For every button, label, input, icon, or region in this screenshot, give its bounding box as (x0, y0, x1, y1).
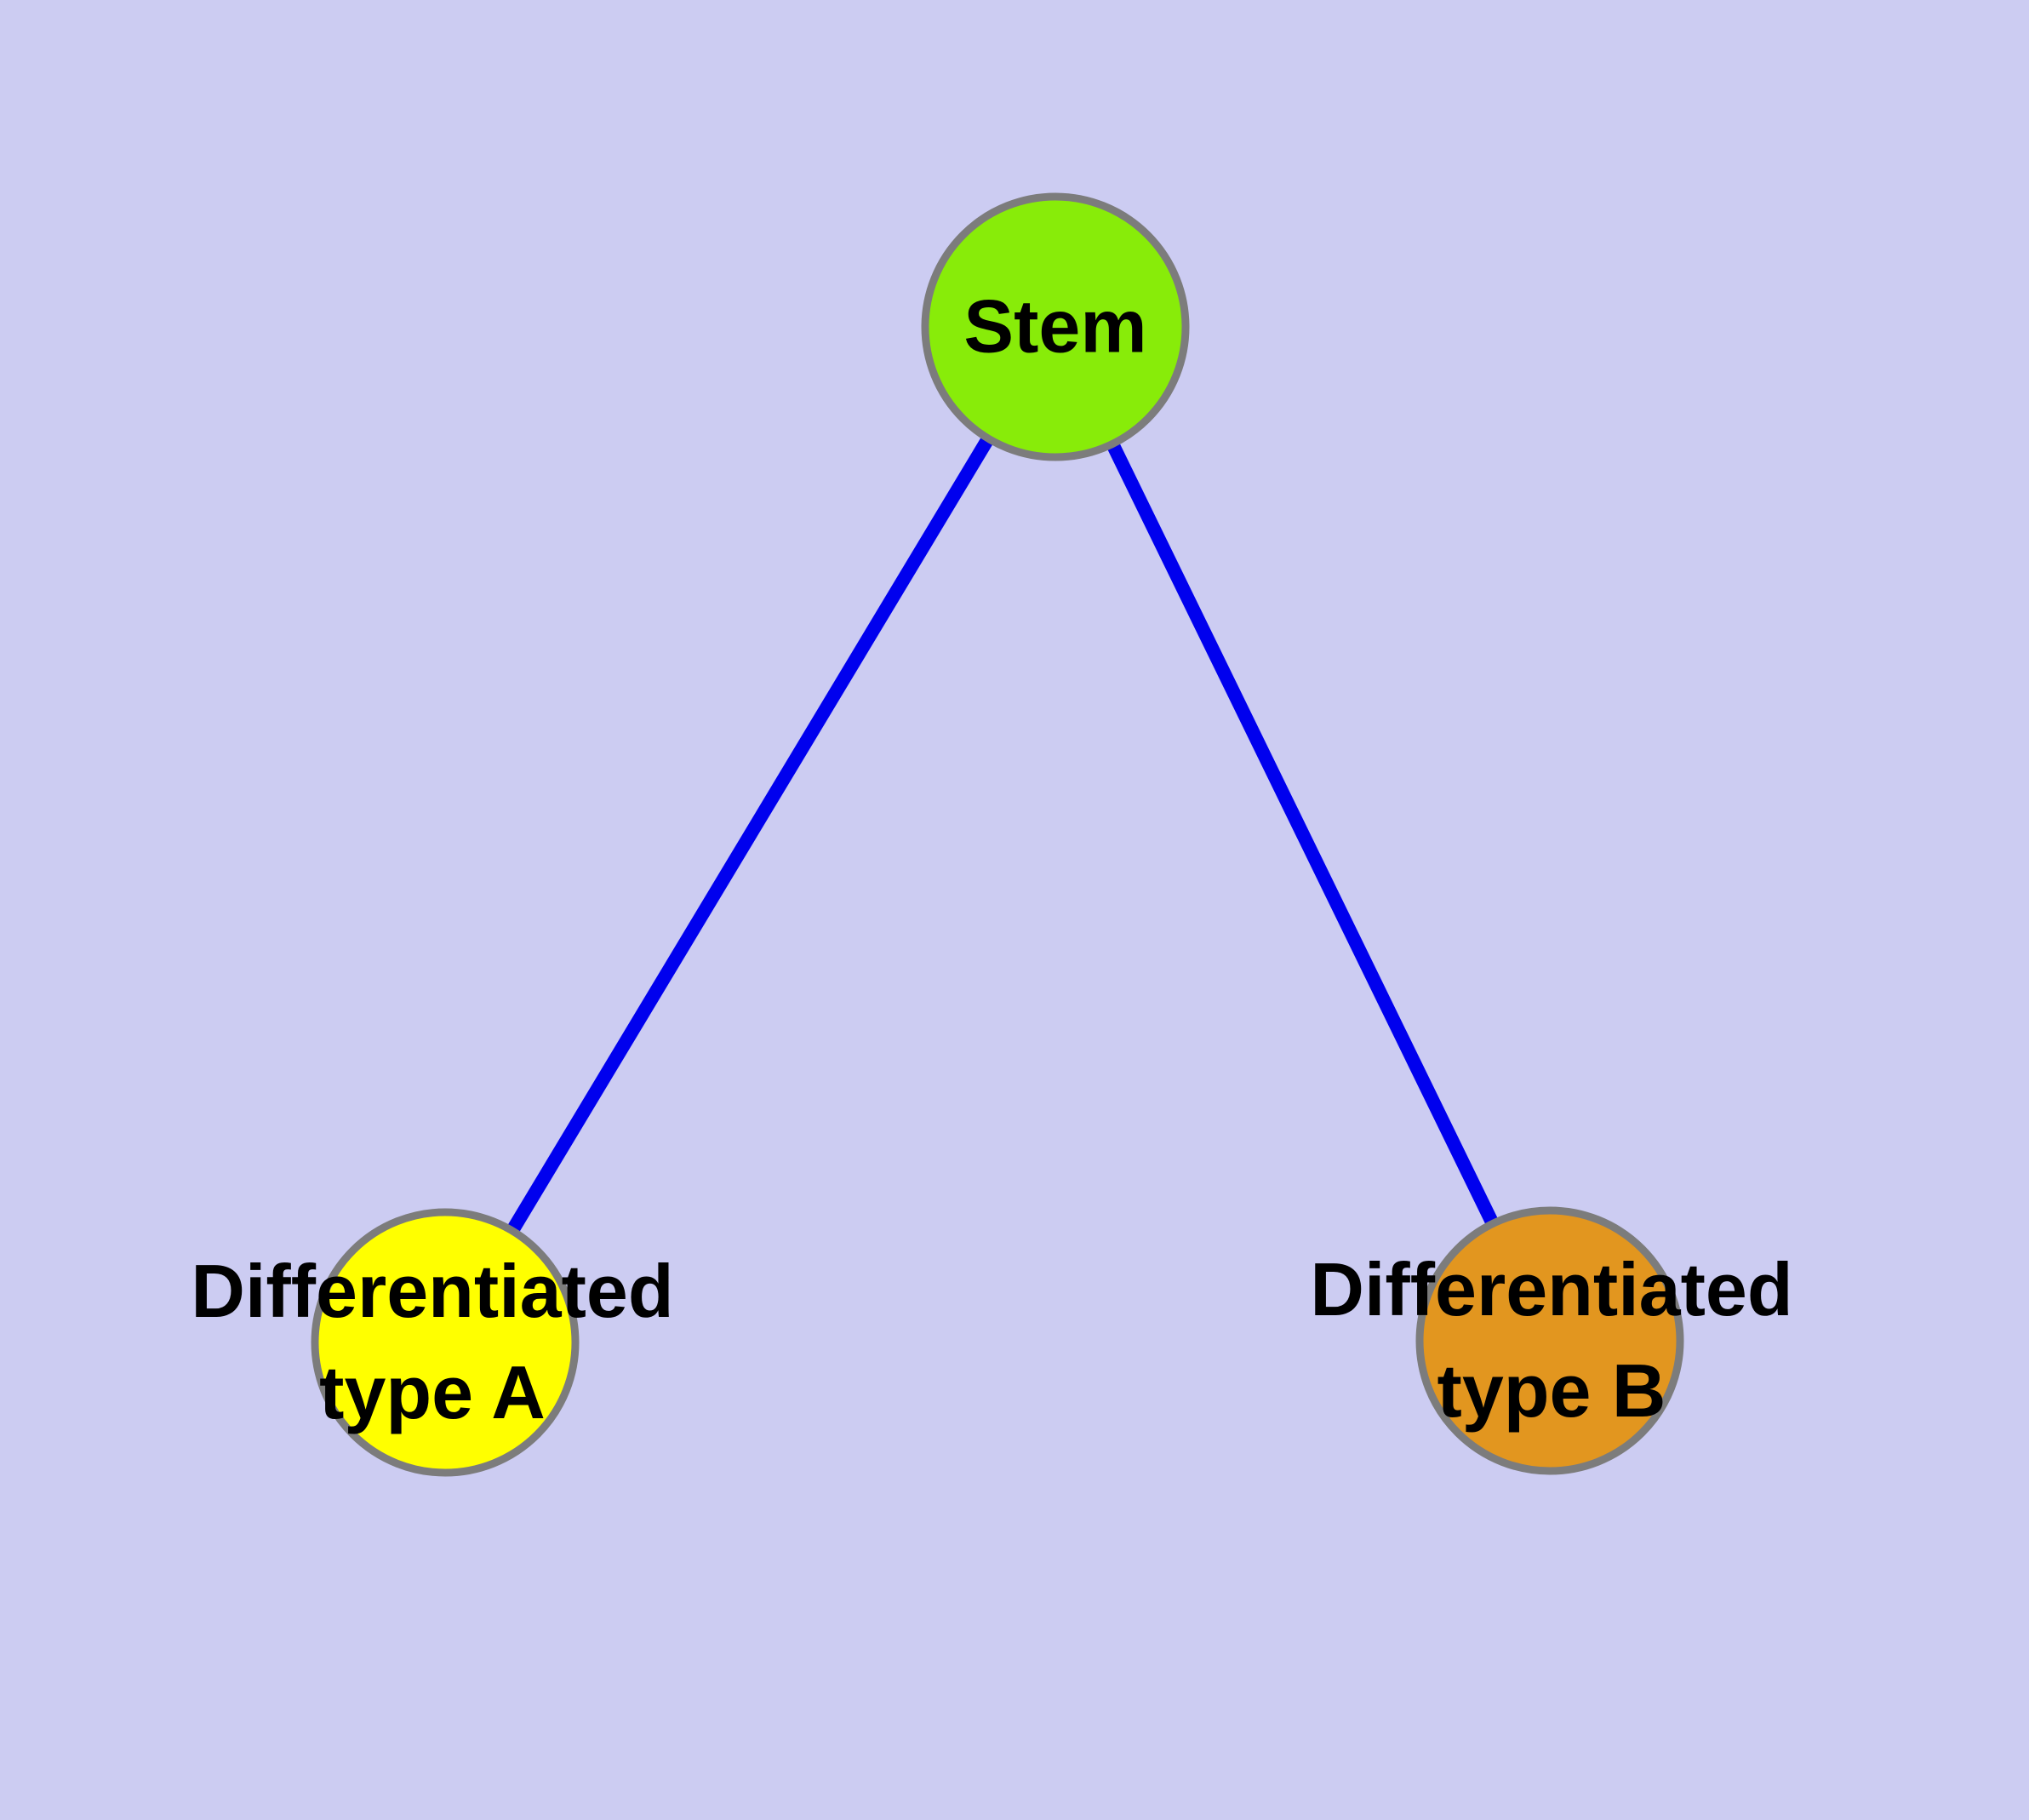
type-a-node-circle (311, 1208, 580, 1477)
edge-stem-to-type-b (1049, 323, 1557, 1344)
edge-stem-to-type-a (439, 323, 1061, 1347)
stem-node-circle (921, 192, 1190, 461)
type-b-node-circle (1415, 1206, 1684, 1475)
